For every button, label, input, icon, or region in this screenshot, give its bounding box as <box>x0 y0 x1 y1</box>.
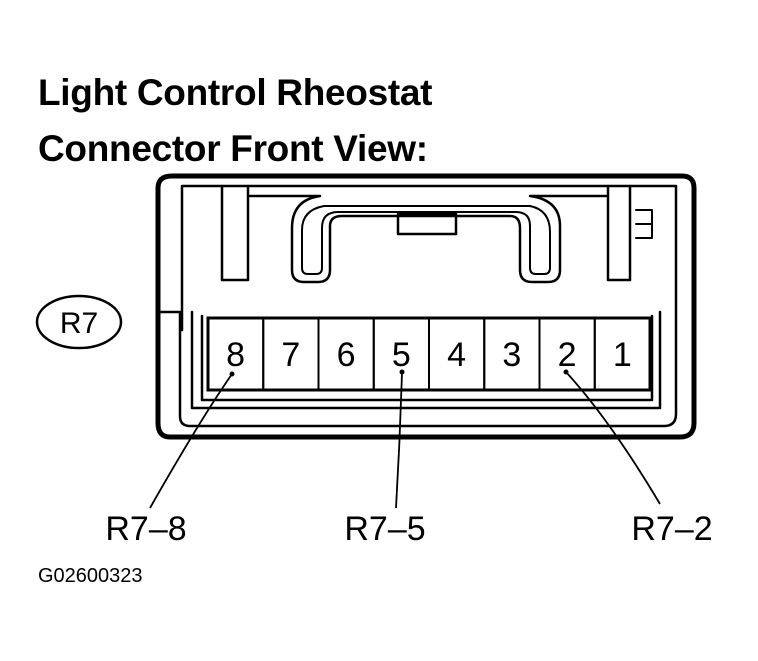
pin-number-4: 4 <box>447 336 466 374</box>
lever-tab <box>396 212 458 236</box>
leader-line-pin-2 <box>565 371 661 505</box>
leader-line-pin-8 <box>149 373 233 509</box>
terminal-ledge-outer <box>190 310 662 410</box>
pin-number-7: 7 <box>281 336 300 374</box>
callout-label-r7-8: R7–8 <box>105 510 186 548</box>
callout-label-r7-2: R7–2 <box>631 510 712 548</box>
latch-post-left <box>220 184 250 282</box>
pin-number-1: 1 <box>613 336 632 374</box>
callout-label-r7-5: R7–5 <box>344 510 425 548</box>
locking-lever-outer <box>248 194 608 284</box>
leader-line-pin-5 <box>395 371 403 509</box>
leader-dot-pin-8 <box>229 371 235 377</box>
locking-lever-inner <box>301 205 551 275</box>
pin-number-3: 3 <box>502 336 521 374</box>
pin-number-5: 5 <box>392 336 411 374</box>
latch-post-right <box>606 184 632 282</box>
leader-dot-pin-2 <box>563 369 569 375</box>
title-line-1: Light Control Rheostat <box>38 72 433 113</box>
connector-step <box>156 310 182 332</box>
figure-id: G02600323 <box>38 565 143 587</box>
pin-cell-1 <box>593 317 651 391</box>
pin-number-6: 6 <box>337 336 356 374</box>
terminal-ledge-inner <box>200 314 654 402</box>
connector-tag-oval <box>35 294 123 350</box>
leader-dot-pin-5 <box>399 369 405 375</box>
connector-tag-label: R7 <box>60 307 98 340</box>
pin-number-8: 8 <box>226 336 245 374</box>
pin-number-2: 2 <box>558 336 577 374</box>
connector-housing-outer <box>155 173 697 440</box>
connector-cavity <box>178 184 678 428</box>
title-line-2: Connector Front View: <box>38 128 428 169</box>
